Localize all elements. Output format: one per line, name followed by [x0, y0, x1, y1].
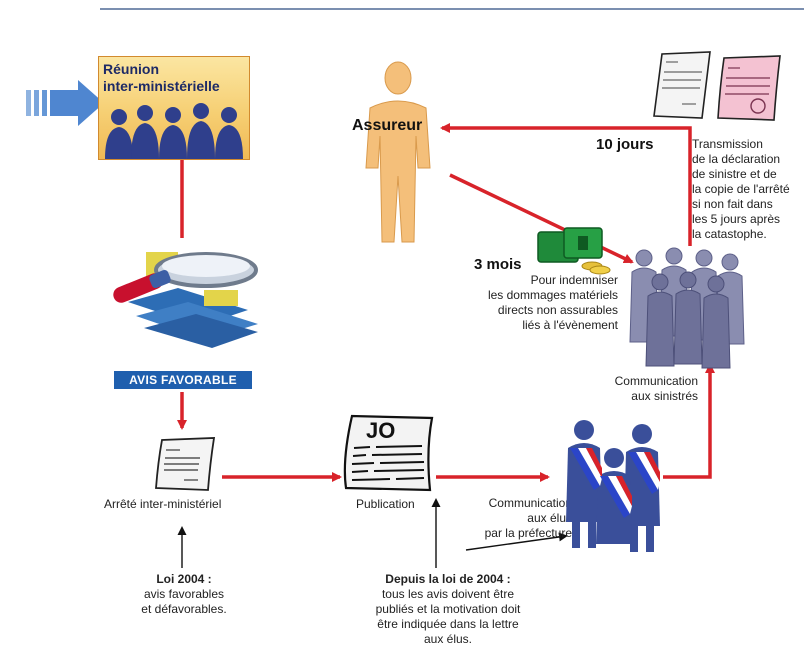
sinistres-group-icon [629, 247, 745, 369]
arrow-depuis-to-elus [465, 532, 568, 551]
avis-favorable-badge: AVIS FAVORABLE [114, 371, 252, 389]
assureur-person-icon [365, 61, 431, 243]
arrow-elus-to-sinistres [663, 363, 715, 479]
loi-2004-text: Loi 2004 : avis favorables et défavorabl… [141, 572, 227, 616]
top-rule [100, 8, 804, 10]
journal-officiel-icon: JO [343, 414, 434, 492]
reunion-box: Réunion inter-ministérielle [98, 56, 250, 160]
money-icon [537, 227, 611, 275]
meeting-people-icon [105, 103, 243, 159]
trois-mois-label: 3 mois [474, 256, 522, 273]
declaration-documents-icon [653, 51, 781, 121]
entry-arrow-icon [26, 80, 104, 126]
reunion-title: Réunion inter-ministérielle [103, 61, 220, 94]
arrow-sinistres-to-assureur [440, 123, 692, 246]
dix-jours-label: 10 jours [596, 136, 654, 153]
trois-mois-text: Pour indemniser les dommages matériels d… [487, 273, 618, 332]
jo-label: JO [366, 418, 395, 443]
arrete-document-icon [155, 437, 216, 491]
depuis-loi-text: Depuis la loi de 2004 : tous les avis do… [375, 572, 521, 646]
assureur-label: Assureur [352, 117, 423, 134]
magnifier-documents-icon [113, 252, 258, 348]
communication-elus-text: Communication aux élus par la préfecture [484, 496, 572, 540]
elus-sash-icon [566, 420, 660, 552]
communication-sinistres-text: Communication aux sinistrés [614, 374, 698, 403]
transmission-text: Transmission de la déclaration de sinist… [692, 137, 790, 241]
arrete-label: Arrêté inter-ministériel [104, 497, 222, 511]
publication-label: Publication [356, 497, 415, 511]
